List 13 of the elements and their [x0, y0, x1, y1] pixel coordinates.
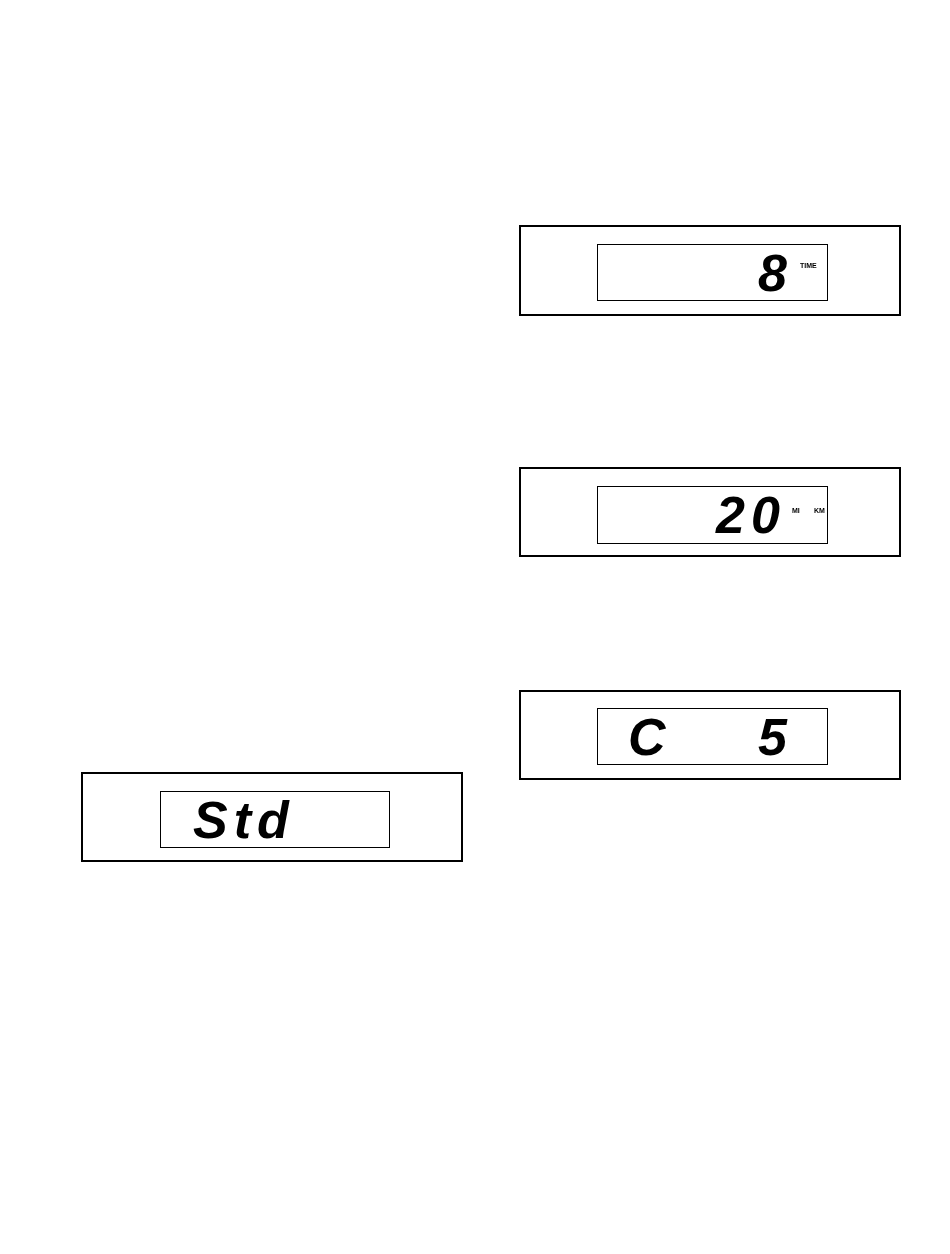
display-digits: C [628, 711, 672, 763]
lcd-screen [597, 244, 828, 301]
display-digits: 8 [758, 247, 793, 299]
display-frame [519, 690, 901, 780]
lcd-screen [160, 791, 390, 848]
lcd-screen [597, 708, 828, 765]
display-digits: Std [193, 794, 295, 846]
display-digits: 5 [758, 711, 793, 763]
display-frame [519, 225, 901, 316]
display-frame [81, 772, 463, 862]
lcd-screen [597, 486, 828, 544]
display-frame [519, 467, 901, 557]
display-digits: 20 [716, 489, 786, 541]
